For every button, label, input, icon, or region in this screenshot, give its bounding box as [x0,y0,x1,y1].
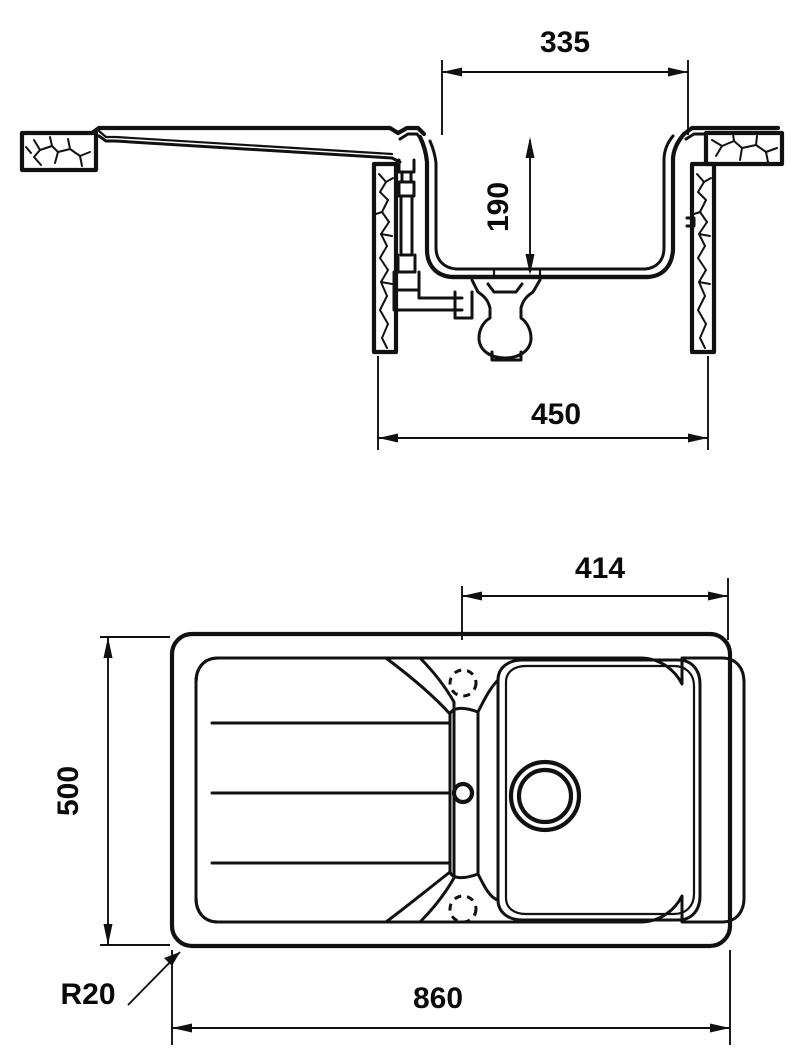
dimension-190-label: 190 [482,182,515,232]
dimension-335-label: 335 [540,26,590,59]
bowl-basin [395,125,687,280]
dimension-335: 335 [441,26,689,135]
dimension-190: 190 [482,137,535,275]
dimension-414-label: 414 [575,552,625,585]
dimension-500: 500 [52,636,170,946]
countertop-slab-right [681,125,785,167]
tap-hole-top [448,668,478,698]
drainboard-bowl-taper-top [384,656,500,716]
dimension-860: 860 [171,950,731,1045]
drain-outlet [508,759,582,833]
drainboard-bowl-taper-bottom [384,870,500,924]
section-view-group: 335 [19,26,785,450]
tap-hole-bottom [448,894,478,924]
dimension-R20-label: R20 [60,978,115,1011]
cabinet-side-panel-right [685,161,717,355]
drainboard [194,656,456,924]
drainboard-grooves [210,721,452,865]
dimension-450: 450 [377,356,709,450]
waste-trap-assembly [470,278,542,362]
dimension-414: 414 [461,552,729,640]
dimension-R20: R20 [60,951,181,1011]
cabinet-side-panel-left [371,161,399,355]
bowl-outline [496,658,702,922]
overflow-hole [451,781,475,805]
plan-view-group: 414 [52,552,746,1045]
dimension-450-label: 450 [531,398,581,431]
outer-rim [169,631,733,949]
sink-rim-profile-left [89,125,402,164]
dimension-500-label: 500 [52,766,85,816]
bowl-bottom [449,267,651,280]
dimension-860-label: 860 [413,982,463,1015]
overflow-pipe [392,158,474,320]
countertop-slab-left [19,130,99,173]
centre-channel [448,706,480,880]
